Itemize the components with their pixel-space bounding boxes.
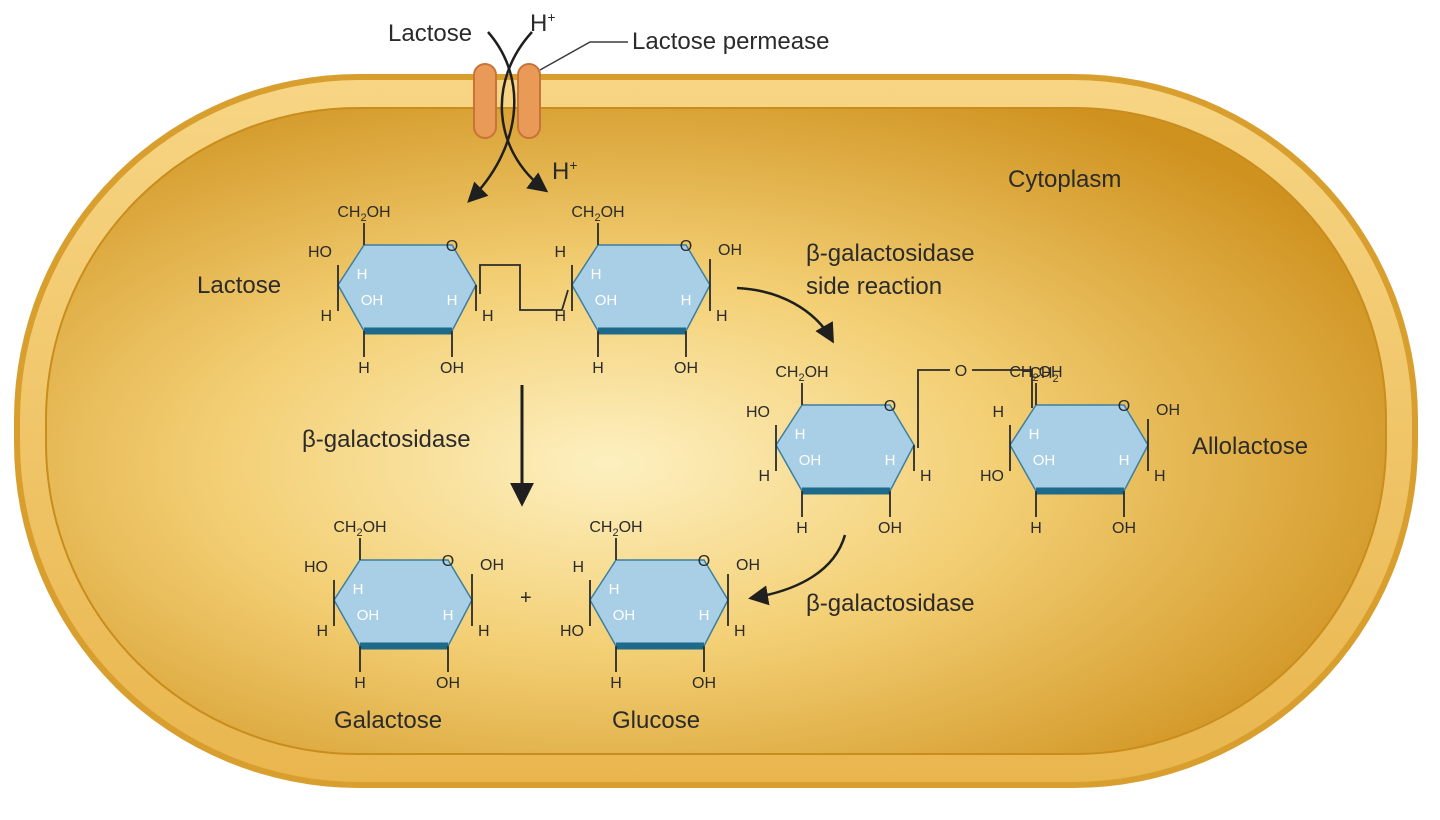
c6-group: CH2OH [1009, 364, 1062, 384]
c4-down-group: HO [980, 468, 1004, 485]
lactose-glucose-ring [571, 244, 711, 332]
lactose-transport-arrow [467, 31, 516, 203]
ring-oxygen: O [680, 238, 692, 255]
c4-up-group: H [572, 559, 584, 576]
c1-down-group: H [482, 308, 494, 325]
c2-group: OH [878, 520, 902, 537]
inner-h: H [609, 581, 620, 598]
allolactose-link-oxygen: O [955, 363, 967, 380]
inner-h: H [353, 581, 364, 598]
inner-oh: OH [799, 452, 822, 469]
side-reaction-arrow [736, 286, 834, 344]
c3-group: H [796, 520, 808, 537]
c3-group: H [358, 360, 370, 377]
cytoplasm-region [45, 107, 1387, 755]
permease-pointer-line [539, 41, 628, 71]
ring-oxygen: O [446, 238, 458, 255]
allolactose-glucose-ring [1009, 404, 1149, 492]
c1-up-group: OH [1156, 402, 1180, 419]
c1-up-group: OH [736, 557, 760, 574]
inner-h-right: H [447, 292, 458, 309]
label-beta-galactosidase-lower: β-galactosidase [806, 590, 975, 617]
c1-down-group: H [478, 623, 490, 640]
inner-h: H [591, 266, 602, 283]
inner-oh: OH [595, 292, 618, 309]
lactose-galactose-ring [337, 244, 477, 332]
c3-group: H [592, 360, 604, 377]
inner-h-right: H [885, 452, 896, 469]
inner-oh: OH [613, 607, 636, 624]
c1-down-group: H [920, 468, 932, 485]
c4-down-group: H [758, 468, 770, 485]
label-allolactose: Allolactose [1192, 433, 1309, 460]
c4-up-group: HO [304, 559, 328, 576]
c2-group: OH [692, 675, 716, 692]
label-lactose-permease: Lactose permease [632, 28, 830, 55]
ring-oxygen: O [1118, 398, 1130, 415]
label-glucose: Glucose [612, 707, 701, 734]
c2-group: OH [440, 360, 464, 377]
c1-down-group: H [1154, 468, 1166, 485]
inner-h-right: H [443, 607, 454, 624]
c6-group: CH2OH [571, 204, 624, 224]
glucose-ring [589, 559, 729, 647]
allolactose-hydrolysis-arrow [748, 534, 847, 606]
label-proton-inside: H+ [552, 157, 578, 185]
c1-down-group: H [716, 308, 728, 325]
label-galactose: Galactose [334, 707, 443, 734]
ring-oxygen: O [884, 398, 896, 415]
allolactose-glycosidic-bond [917, 369, 1033, 448]
c6-group: CH2OH [775, 364, 828, 384]
c4-up-group: H [992, 404, 1004, 421]
label-lactose: Lactose [197, 272, 282, 299]
c4-up-group: HO [746, 404, 770, 421]
c2-group: OH [674, 360, 698, 377]
lactose-permease [473, 63, 541, 139]
proton-transport-arrow [500, 31, 549, 193]
inner-oh: OH [357, 607, 380, 624]
inner-oh: OH [1033, 452, 1056, 469]
c6-group: CH2OH [337, 204, 390, 224]
inner-h-right: H [1119, 452, 1130, 469]
label-beta-galactosidase-main: β-galactosidase [302, 426, 471, 453]
label-proton-outside: H+ [530, 9, 556, 37]
inner-oh: OH [361, 292, 384, 309]
lactose-glycosidic-bond [479, 264, 569, 311]
c4-down-group: H [316, 623, 328, 640]
c6-group: CH2OH [333, 519, 386, 539]
c1-up-group: OH [480, 557, 504, 574]
c4-down-group: HO [560, 623, 584, 640]
c2-group: OH [436, 675, 460, 692]
ring-oxygen: O [698, 553, 710, 570]
c4-up-group: HO [308, 244, 332, 261]
inner-h: H [357, 266, 368, 283]
c4-down-group: H [554, 308, 566, 325]
c6-group: CH2OH [589, 519, 642, 539]
inner-h-right: H [681, 292, 692, 309]
c1-up-group: OH [718, 242, 742, 259]
allolactose-galactose-ring [775, 404, 915, 492]
label-side-reaction-enzyme: β-galactosidase [806, 240, 975, 267]
inner-h-right: H [699, 607, 710, 624]
c3-group: H [354, 675, 366, 692]
label-lactose-outside: Lactose [388, 20, 473, 47]
c4-up-group: H [554, 244, 566, 261]
c3-group: H [610, 675, 622, 692]
ring-oxygen: O [442, 553, 454, 570]
inner-h: H [795, 426, 806, 443]
allolactose-ch2: CH2 [1029, 365, 1058, 385]
label-cytoplasm: Cytoplasm [1008, 166, 1122, 193]
c1-down-group: H [734, 623, 746, 640]
c4-down-group: H [320, 308, 332, 325]
inner-h: H [1029, 426, 1040, 443]
label-side-reaction: side reaction [806, 273, 943, 300]
c3-group: H [1030, 520, 1042, 537]
galactose-ring [333, 559, 473, 647]
label-plus: + [520, 587, 532, 609]
c2-group: OH [1112, 520, 1136, 537]
